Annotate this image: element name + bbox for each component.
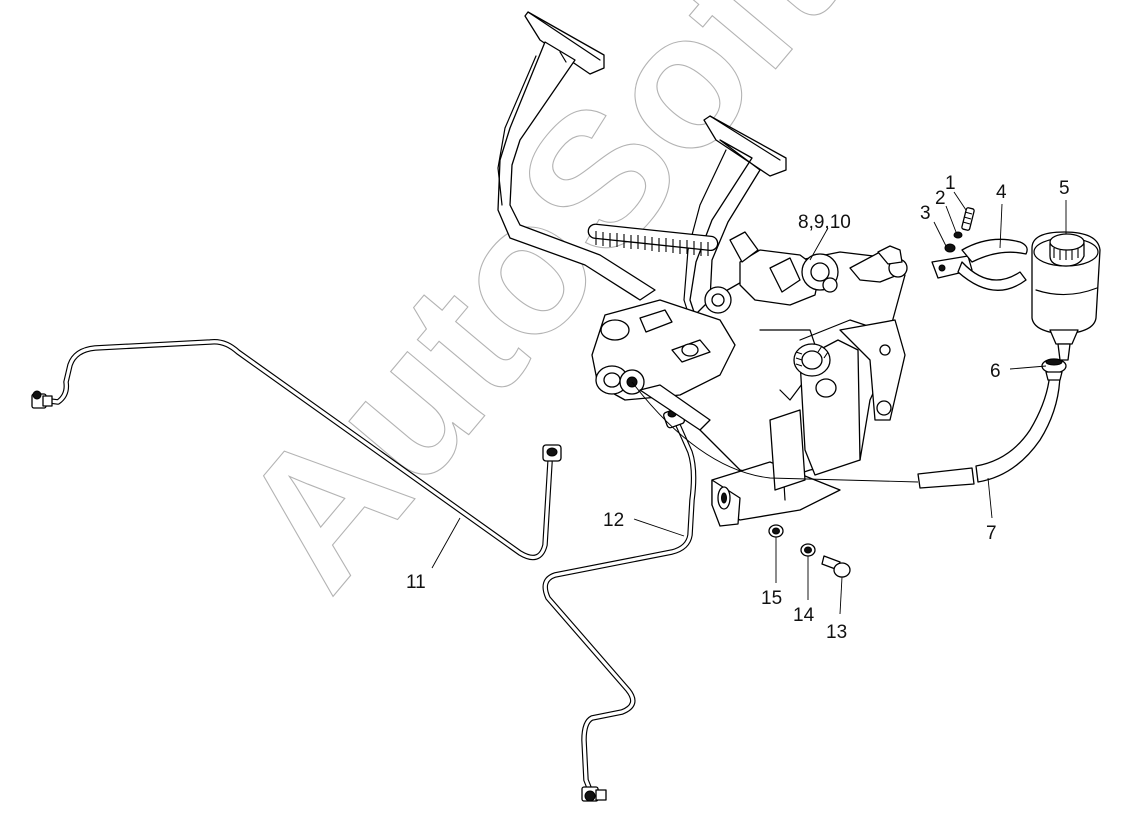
- washer-2[interactable]: [953, 231, 963, 239]
- reservoir-bracket[interactable]: [931, 238, 1028, 291]
- nut-3[interactable]: [944, 243, 956, 253]
- callout-14: 14: [793, 605, 815, 626]
- pipe-12-end-fitting: [581, 786, 607, 802]
- callout-6: 6: [990, 361, 1001, 382]
- washer-15[interactable]: [768, 524, 784, 538]
- clutch-pedal[interactable]: [497, 11, 656, 301]
- pivot-assembly[interactable]: [729, 231, 908, 306]
- callout-13: 13: [826, 622, 847, 643]
- fluid-reservoir[interactable]: [1031, 231, 1101, 361]
- bolt-1[interactable]: [961, 207, 975, 231]
- callout-7: 7: [986, 523, 997, 544]
- master-cylinder[interactable]: [591, 286, 736, 431]
- callout-2: 2: [935, 188, 946, 209]
- callout-11: 11: [406, 572, 426, 593]
- mounting-foot: [711, 409, 841, 527]
- callout-1: 1: [945, 173, 956, 194]
- brake-pipe-12[interactable]: [542, 407, 697, 802]
- pipe-11-end-fitting: [31, 390, 53, 409]
- callout-4: 4: [996, 182, 1007, 203]
- callout-3: 3: [920, 203, 931, 224]
- callout-8-9-10: 8,9,10: [798, 212, 851, 233]
- pipe-11-nut: [542, 444, 562, 462]
- return-spring-upper: [587, 223, 719, 256]
- washer-14[interactable]: [800, 543, 816, 557]
- callout-labels: 1 2 3 4 5 6 7 8,9,10 11 12 13 14 15: [406, 173, 1070, 643]
- bolt-13[interactable]: [821, 555, 851, 578]
- callout-15: 15: [761, 588, 782, 609]
- leader-lines: [431, 191, 1067, 615]
- callout-5: 5: [1059, 178, 1070, 199]
- callout-12: 12: [603, 510, 624, 531]
- hose-clamp[interactable]: [1041, 358, 1067, 381]
- brake-pipe-11[interactable]: [31, 338, 562, 561]
- bracket-pivot-nut: [793, 343, 837, 398]
